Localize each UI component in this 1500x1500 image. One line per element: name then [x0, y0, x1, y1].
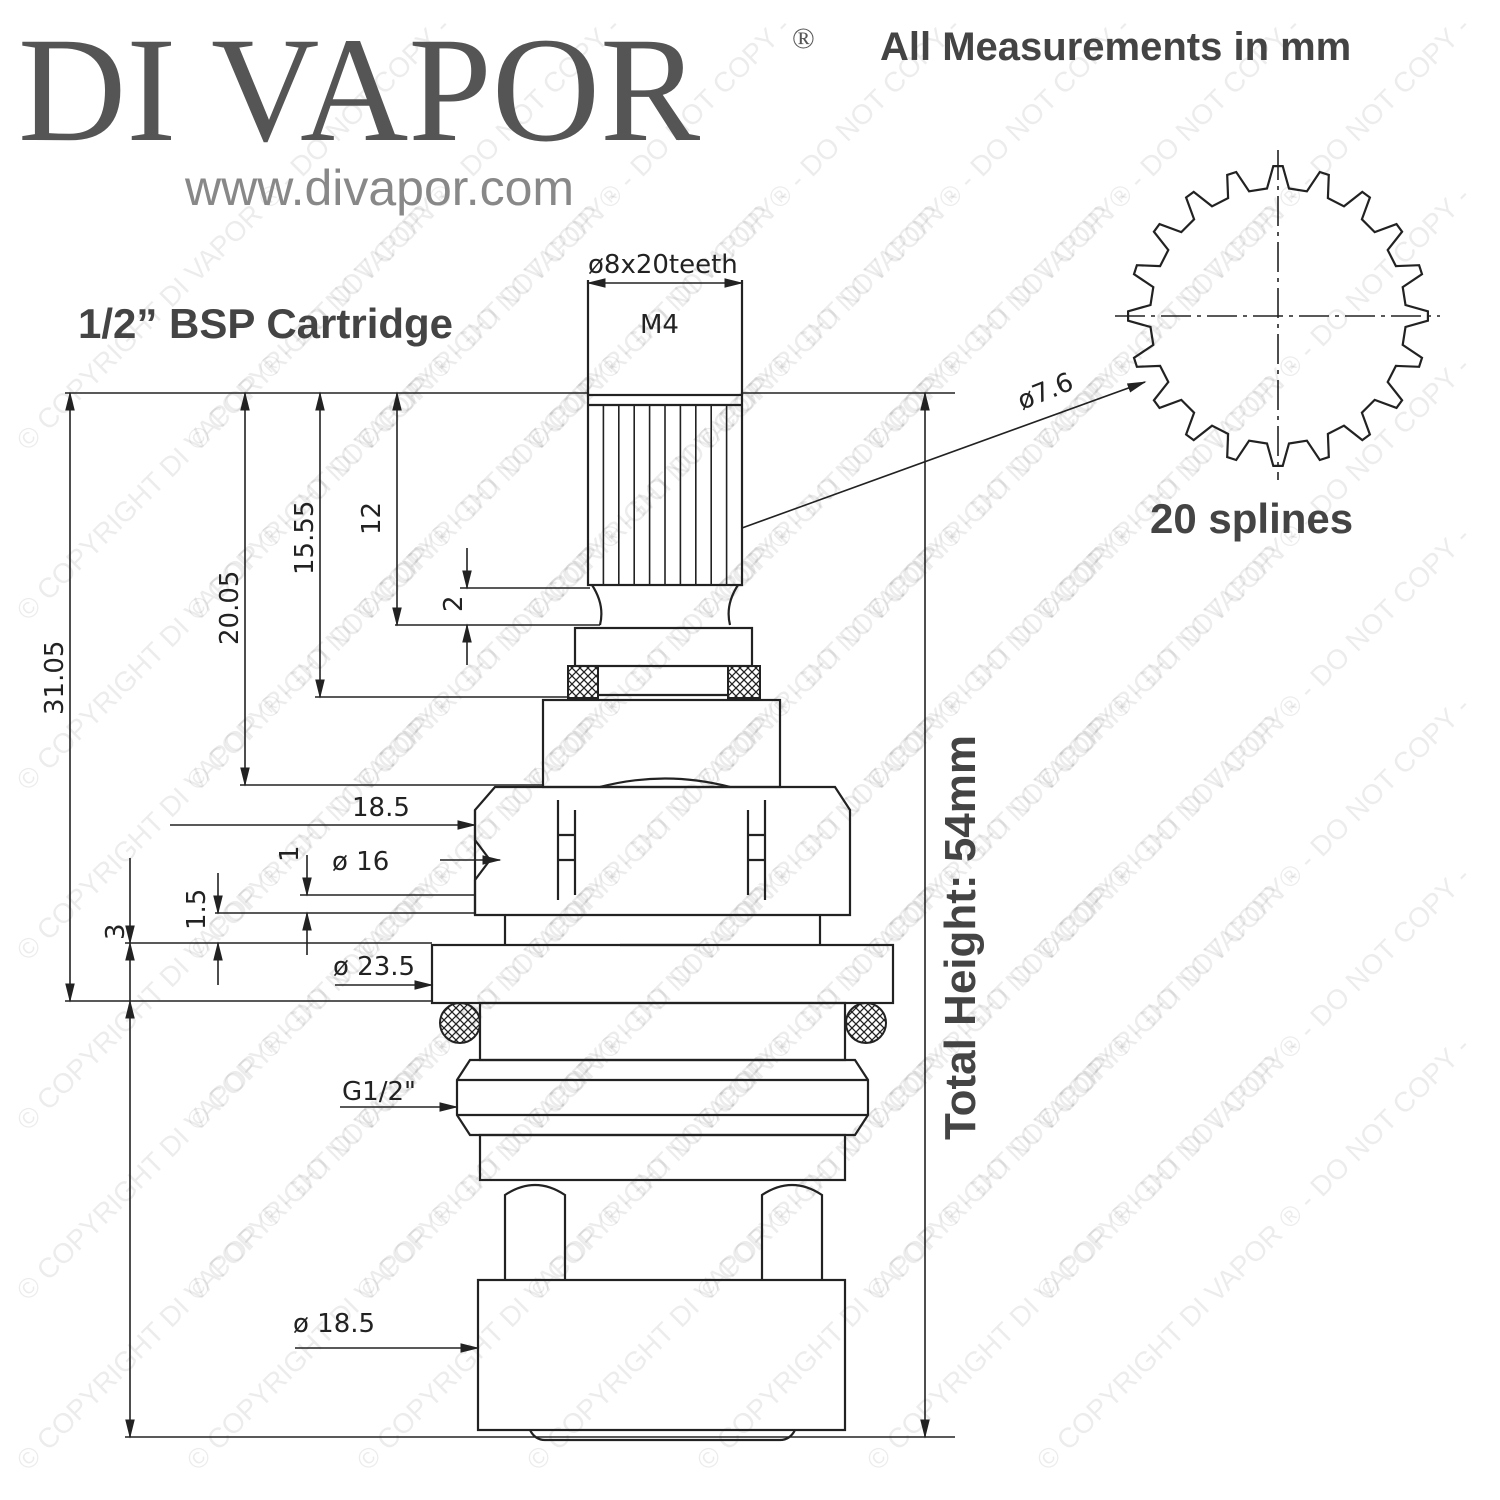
dim-12: 12 [357, 502, 387, 535]
o-ring-right [845, 1002, 887, 1044]
o-ring-left [439, 1002, 481, 1044]
dim-18-5-base: ø 18.5 [293, 1309, 375, 1339]
registered-mark: ® [792, 22, 815, 55]
total-height-label: Total Height: 54mm [936, 735, 985, 1140]
dim-1: 1 [275, 845, 305, 862]
hex-nut [473, 777, 852, 947]
dim-15-55: 15.55 [290, 501, 320, 575]
dimension-lines [65, 381, 1147, 1439]
dim-1-5: 1.5 [182, 889, 212, 930]
product-title: 1/2” BSP Cartridge [78, 300, 453, 347]
dim-16: ø 16 [332, 847, 389, 877]
brand-url: www.divapor.com [184, 160, 574, 216]
thread-body [455, 1001, 870, 1442]
dim-31-05: 31.05 [40, 641, 70, 715]
dim-20-05: 20.05 [215, 571, 245, 645]
dim-18-5-hex: 18.5 [352, 793, 410, 823]
thread-label: G1/2" [342, 1077, 416, 1107]
dim-23-5: ø 23.5 [333, 952, 415, 982]
spline-detail [1115, 150, 1440, 480]
dim-2: 2 [439, 595, 469, 612]
extension-lines [65, 392, 955, 1438]
stem [541, 278, 782, 789]
thread-top-label: M4 [640, 310, 679, 340]
splines-label: 20 splines [1150, 495, 1353, 542]
brand-logo: DI VAPOR [18, 7, 700, 173]
spline-spec-label: ø8x20teeth [588, 250, 738, 280]
copyright-watermark: © COPYRIGHT DI VAPOR ® - DO NOT COPY -© … [10, 10, 1476, 1476]
units-note: All Measurements in mm [880, 25, 1351, 69]
dim-3: 3 [101, 923, 131, 940]
